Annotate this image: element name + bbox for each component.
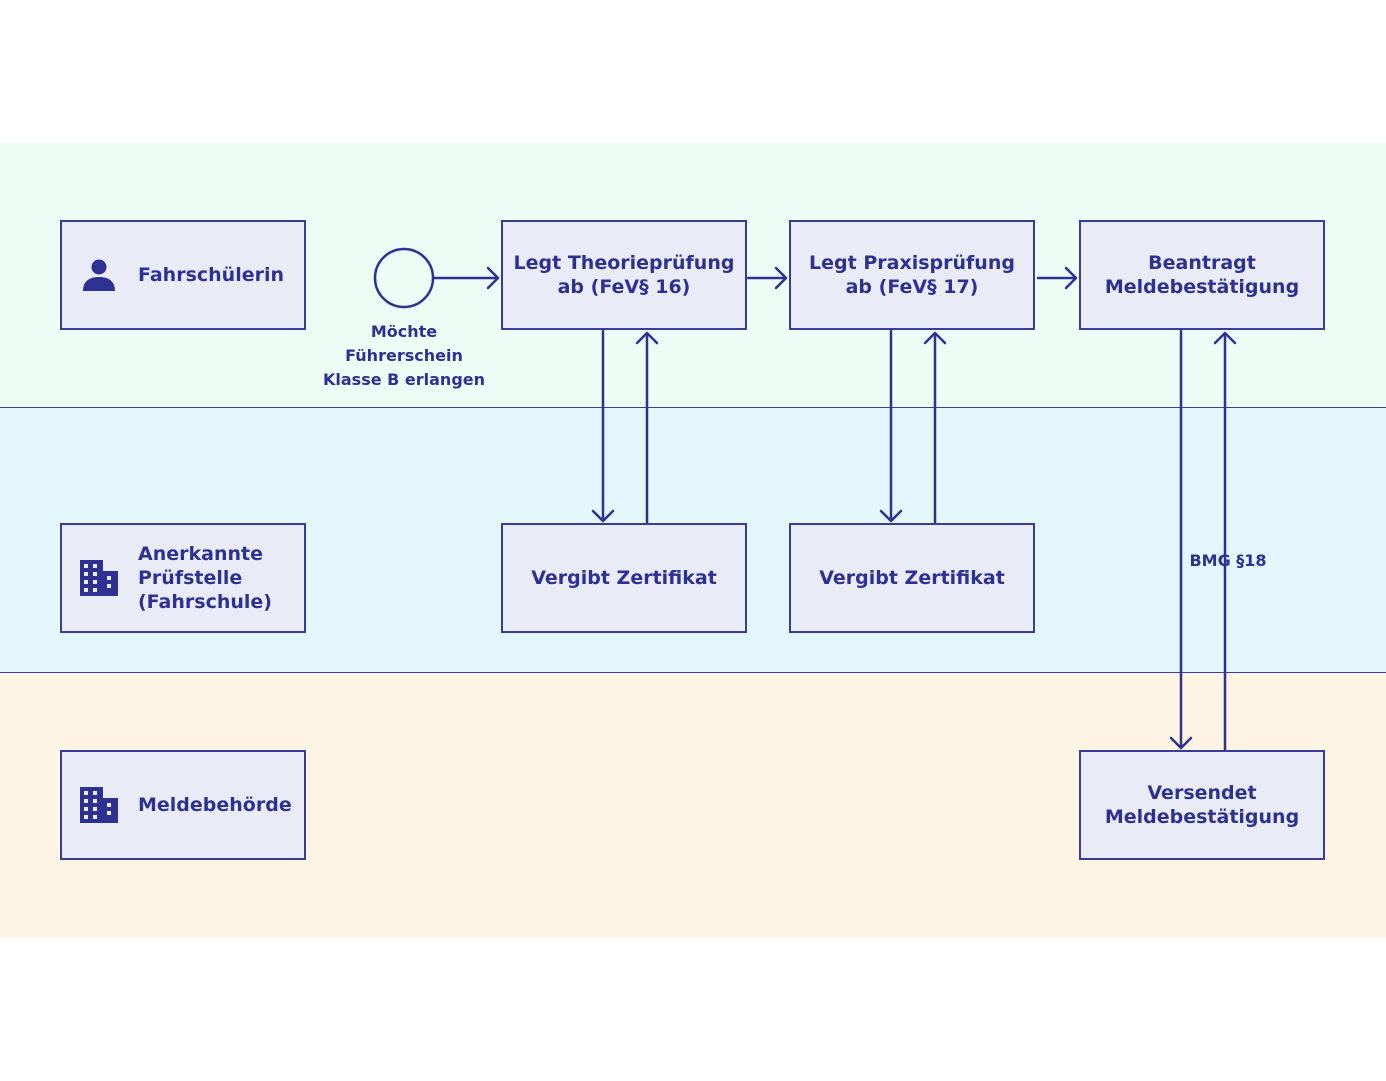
task-certificate-theory: Vergibt Zertifikat xyxy=(501,523,747,633)
task-send-confirmation: Versendet Meldebestätigung xyxy=(1079,750,1325,860)
task-label: Legt Praxisprüfung ab (FeV§ 17) xyxy=(809,252,1015,298)
task-label: Beantragt Meldebestätigung xyxy=(1104,252,1300,298)
arrow-theory-to-practice xyxy=(746,266,788,290)
task-certificate-practice: Vergibt Zertifikat xyxy=(789,523,1035,633)
arrow-request-to-send xyxy=(1169,329,1193,750)
actor-fahrschuelerin: Fahrschülerin xyxy=(60,220,306,330)
task-label: Vergibt Zertifikat xyxy=(819,567,1005,589)
building-icon xyxy=(78,557,120,599)
task-label: Vergibt Zertifikat xyxy=(531,567,717,589)
arrow-theory-to-cert xyxy=(591,329,615,523)
actor-label: Fahrschülerin xyxy=(138,264,285,286)
task-label: Legt Theorieprüfung ab (FeV§ 16) xyxy=(513,252,735,298)
start-event-circle xyxy=(373,247,435,309)
task-theory-exam: Legt Theorieprüfung ab (FeV§ 16) xyxy=(501,220,747,330)
arrow-cert-to-practice xyxy=(923,331,947,525)
arrow-practice-to-request xyxy=(1036,266,1078,290)
edge-label-bmg: BMG §18 xyxy=(1189,551,1267,570)
start-event-label: Möchte Führerschein Klasse B erlangen xyxy=(322,322,486,389)
actor-label: Anerkannte Prüfstelle (Fahrschule) xyxy=(138,543,272,613)
task-practice-exam: Legt Praxisprüfung ab (FeV§ 17) xyxy=(789,220,1035,330)
arrow-cert-to-theory xyxy=(635,331,659,525)
task-request-confirmation: Beantragt Meldebestätigung xyxy=(1079,220,1325,330)
arrow-send-to-request xyxy=(1213,331,1237,752)
arrow-practice-to-cert xyxy=(879,329,903,523)
person-icon xyxy=(78,254,120,296)
actor-meldebehoerde: Meldebehörde xyxy=(60,750,306,860)
task-label: Versendet Meldebestätigung xyxy=(1104,782,1300,828)
actor-pruefstelle: Anerkannte Prüfstelle (Fahrschule) xyxy=(60,523,306,633)
actor-label: Meldebehörde xyxy=(138,794,292,816)
arrow-start-to-theory xyxy=(431,266,500,290)
building-icon xyxy=(78,784,120,826)
